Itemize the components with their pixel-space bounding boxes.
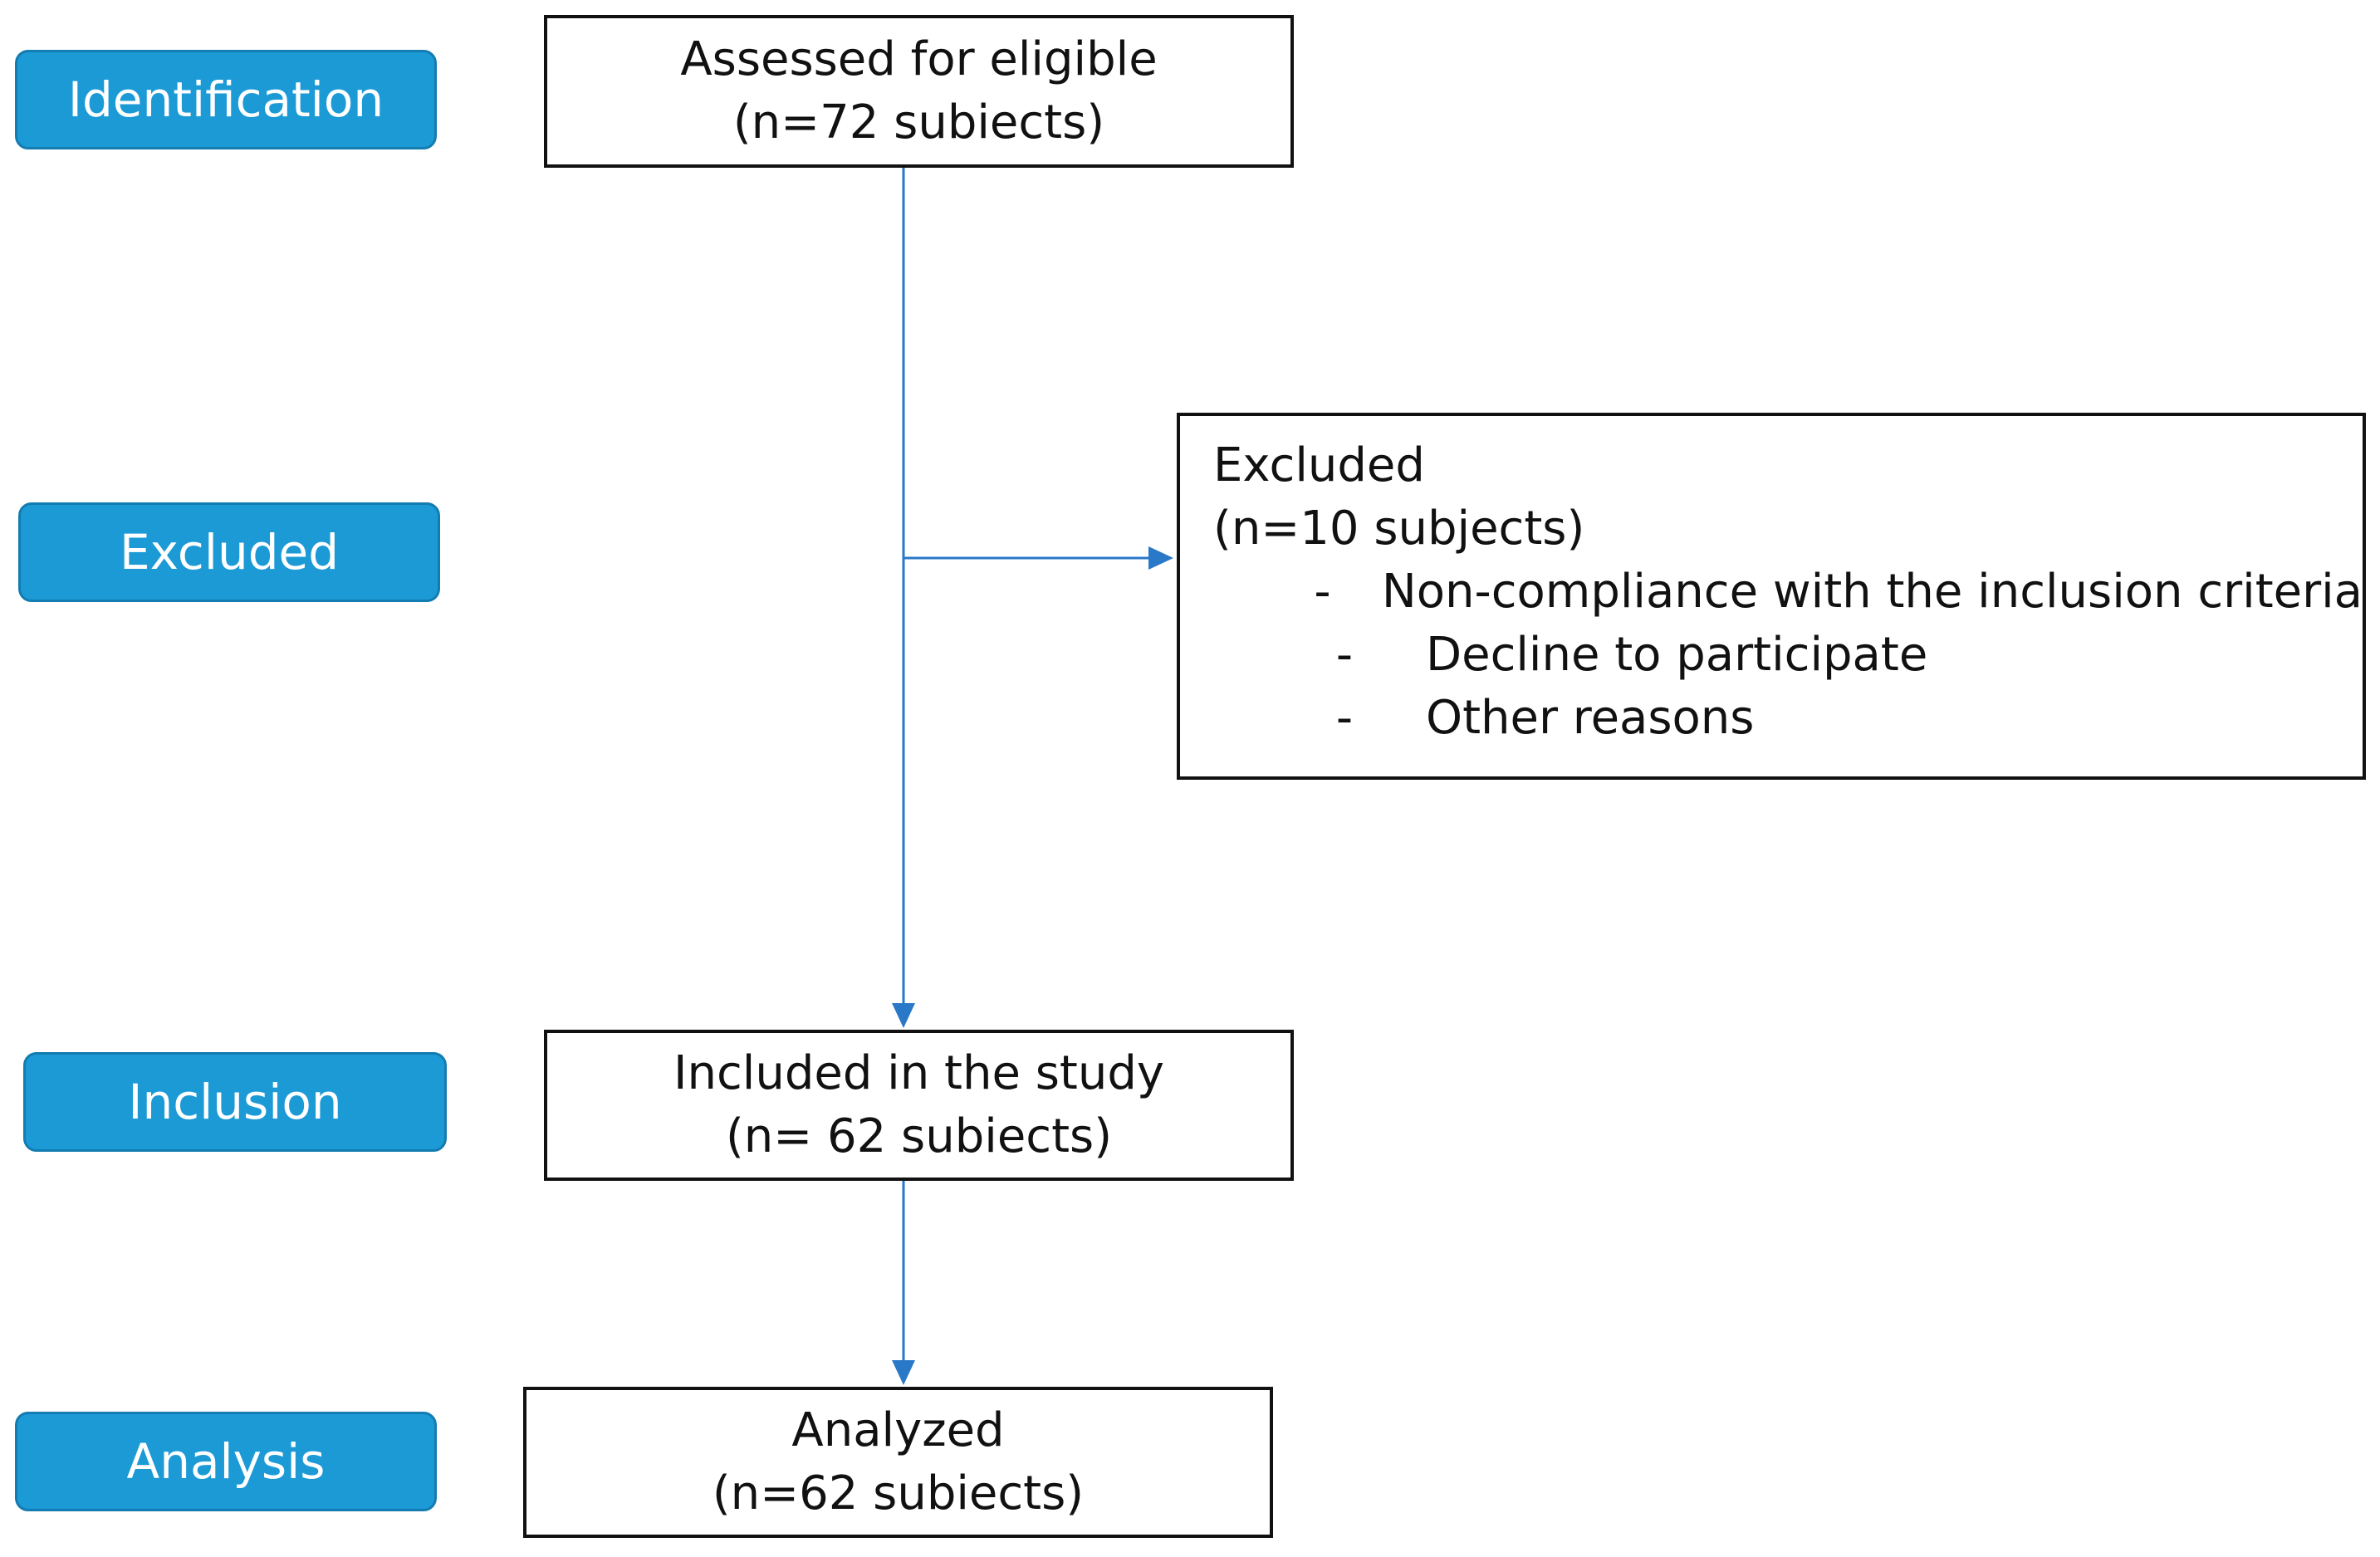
stage-label-analysis: Analysis bbox=[15, 1412, 437, 1511]
arrowhead-to-analyzed bbox=[892, 1360, 915, 1385]
assessed-title: Assessed for eligible bbox=[680, 32, 1158, 86]
excluded-reason-text: Non-compliance with the inclusion criter… bbox=[1381, 565, 2363, 619]
excluded-count: (n=10 subjects) bbox=[1213, 502, 1585, 556]
reason-bullet: - bbox=[1335, 691, 1354, 745]
analyzed-count: (n=62 subiects) bbox=[712, 1466, 1085, 1520]
excluded-reason-text: Other reasons bbox=[1426, 691, 1755, 745]
reason-bullet: - bbox=[1314, 565, 1331, 619]
included-box: Included in the study (n= 62 subiects) bbox=[544, 1030, 1294, 1181]
assessed-box: Assessed for eligible (n=72 subiects) bbox=[544, 15, 1294, 168]
excluded-box: Excluded (n=10 subjects) - Non-complianc… bbox=[1177, 413, 2366, 780]
analyzed-box: Analyzed (n=62 subiects) bbox=[523, 1387, 1273, 1538]
analyzed-title: Analyzed bbox=[791, 1403, 1005, 1457]
excluded-reason-item: - Non-compliance with the inclusion crit… bbox=[1213, 561, 2363, 624]
arrowhead-to-included bbox=[892, 1003, 915, 1028]
reason-bullet: - bbox=[1335, 628, 1354, 682]
excluded-title: Excluded bbox=[1213, 438, 1425, 492]
excluded-reason-item: - Other reasons bbox=[1213, 687, 2363, 750]
stage-label-excluded: Excluded bbox=[18, 502, 440, 602]
stage-label-identification: Identification bbox=[15, 50, 437, 149]
excluded-reason-text: Decline to participate bbox=[1426, 628, 1928, 682]
arrowhead-to-excluded bbox=[1148, 546, 1173, 570]
included-count: (n= 62 subiects) bbox=[725, 1109, 1113, 1163]
stage-label-inclusion: Inclusion bbox=[23, 1052, 447, 1152]
excluded-reason-item: - Decline to participate bbox=[1213, 624, 2363, 687]
included-title: Included in the study bbox=[673, 1046, 1165, 1100]
assessed-count: (n=72 subiects) bbox=[732, 95, 1105, 149]
